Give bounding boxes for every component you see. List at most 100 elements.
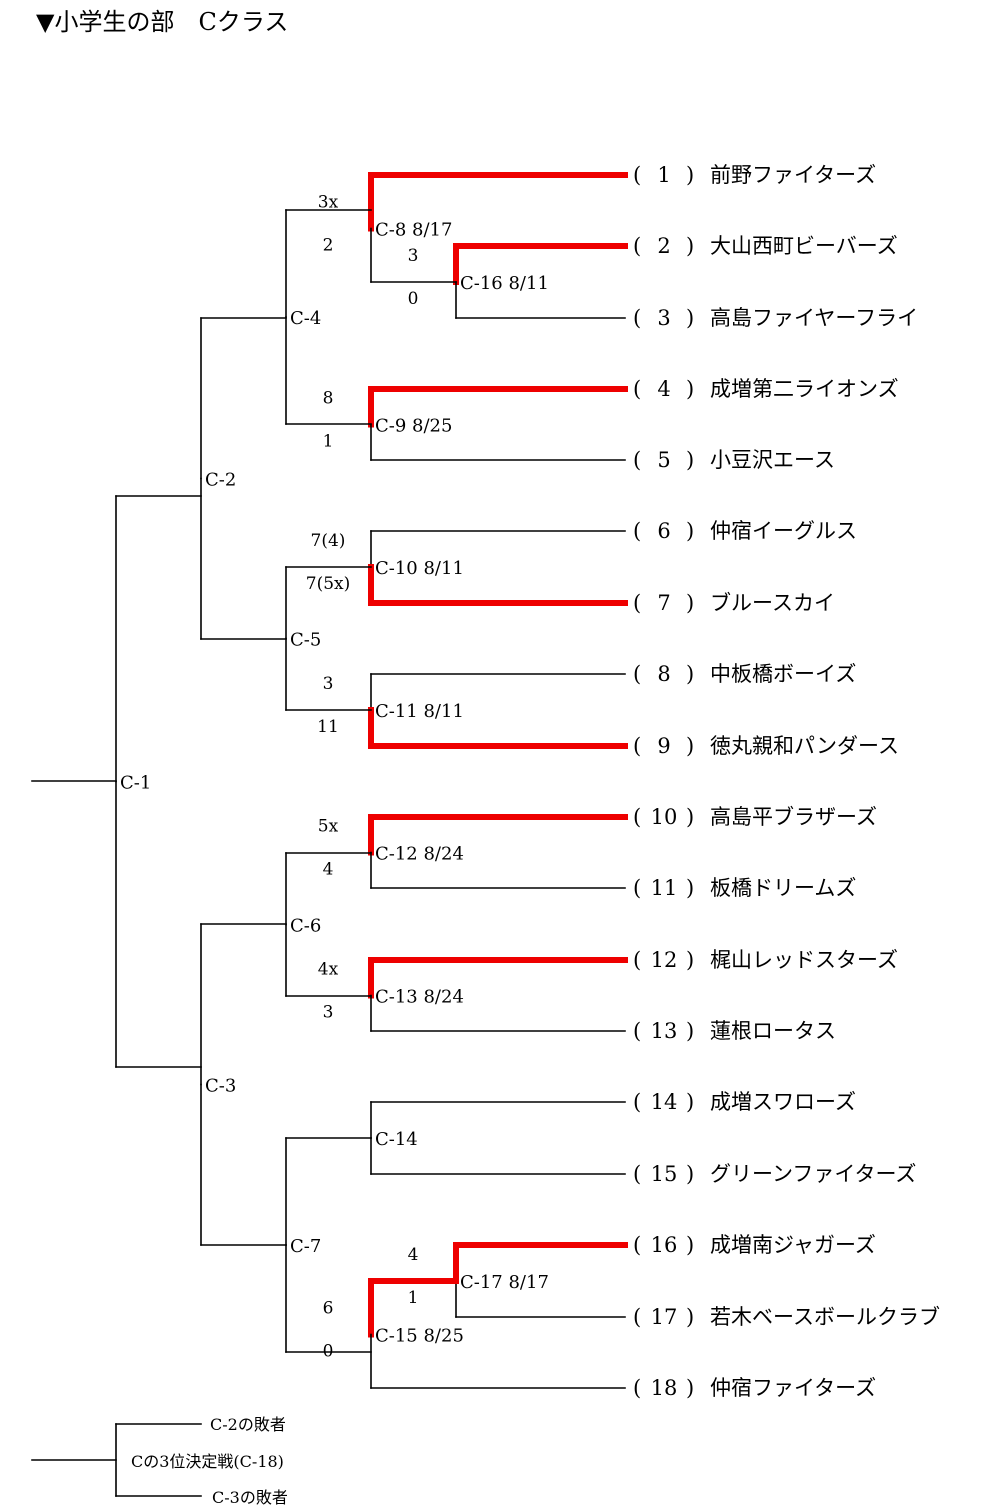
third-place-bottom-label: C-3の敗者: [212, 1488, 288, 1507]
team-name: 蓮根ロータス: [710, 1019, 836, 1043]
score-top-c-13: 4x: [318, 960, 339, 980]
score-bottom-c-9: 1: [323, 432, 334, 452]
team-name: 前野ファイターズ: [710, 163, 876, 187]
team-number-open: (: [633, 234, 641, 258]
score-top-c-15: 6: [323, 1299, 334, 1319]
team-name: グリーンファイターズ: [710, 1162, 916, 1186]
team-name: 徳丸親和パンダース: [710, 734, 899, 758]
team-number-close: ): [686, 1019, 694, 1043]
team-name: 小豆沢エース: [710, 448, 835, 472]
score-bottom-c-16: 0: [408, 289, 419, 309]
team-name: 板橋ドリームズ: [710, 876, 856, 900]
team-name: 成増スワローズ: [710, 1090, 856, 1114]
team-name: 梶山レッドスターズ: [710, 948, 898, 972]
score-bottom-c-17: 1: [408, 1288, 419, 1308]
team-number: 13: [651, 1019, 678, 1043]
score-top-c-11: 3: [323, 674, 334, 694]
team-name: 大山西町ビーバーズ: [710, 234, 898, 258]
team-number: 12: [651, 948, 678, 972]
team-name: 成増南ジャガーズ: [710, 1233, 876, 1257]
team-number-close: ): [686, 448, 694, 472]
team-number-close: ): [686, 948, 694, 972]
team-number: 15: [651, 1162, 678, 1186]
team-number: 4: [657, 377, 670, 401]
match-label-c-7: C-7: [290, 1236, 321, 1257]
match-label-c-15: C-15 8/25: [375, 1326, 464, 1347]
team-number-close: ): [686, 306, 694, 330]
match-label-c-11: C-11 8/11: [375, 701, 464, 722]
match-label-c-3: C-3: [205, 1076, 236, 1097]
team-number-open: (: [633, 662, 641, 686]
match-label-c-6: C-6: [290, 916, 321, 937]
match-label-c-2: C-2: [205, 470, 236, 491]
score-top-c-10: 7(4): [311, 531, 346, 551]
team-number-open: (: [633, 805, 641, 829]
third-place-top-label: C-2の敗者: [210, 1415, 286, 1434]
match-label-c-13: C-13 8/24: [375, 987, 464, 1008]
team-number-close: ): [686, 1090, 694, 1114]
score-top-c-8: 3x: [318, 193, 339, 213]
team-number: 3: [657, 306, 670, 330]
team-number-close: ): [686, 876, 694, 900]
team-number: 9: [657, 734, 670, 758]
team-number-open: (: [633, 306, 641, 330]
team-number-close: ): [686, 805, 694, 829]
team-number: 5: [657, 448, 670, 472]
score-top-c-16: 3: [408, 246, 419, 266]
team-number-close: ): [686, 377, 694, 401]
team-number-close: ): [686, 163, 694, 187]
match-label-c-9: C-9 8/25: [375, 416, 452, 437]
score-bottom-c-11: 11: [317, 717, 339, 737]
team-number: 14: [651, 1090, 678, 1114]
team-name: 仲宿ファイターズ: [710, 1376, 876, 1400]
team-number-close: ): [686, 662, 694, 686]
score-top-c-9: 8: [323, 389, 334, 409]
match-label-c-14: C-14: [375, 1129, 418, 1150]
team-number-open: (: [633, 1305, 641, 1329]
match-label-c-12: C-12 8/24: [375, 844, 464, 865]
team-number-open: (: [633, 163, 641, 187]
team-number-close: ): [686, 1233, 694, 1257]
team-number: 17: [651, 1305, 678, 1329]
team-number: 18: [651, 1376, 678, 1400]
team-name: ブルースカイ: [710, 591, 835, 615]
team-number-close: ): [686, 734, 694, 758]
score-bottom-c-8: 2: [323, 236, 334, 256]
team-number-open: (: [633, 1233, 641, 1257]
team-number-close: ): [686, 234, 694, 258]
team-name: 仲宿イーグルス: [710, 519, 857, 543]
team-name: 若木ベースボールクラブ: [710, 1305, 940, 1329]
page-title: ▼小学生の部 Cクラス: [36, 8, 289, 36]
team-number-open: (: [633, 377, 641, 401]
match-label-c-17: C-17 8/17: [460, 1272, 549, 1293]
team-number-open: (: [633, 591, 641, 615]
team-number-open: (: [633, 1162, 641, 1186]
team-number-open: (: [633, 1090, 641, 1114]
team-number-open: (: [633, 448, 641, 472]
team-number-close: ): [686, 1162, 694, 1186]
score-bottom-c-10: 7(5x): [306, 574, 350, 594]
team-number: 7: [657, 591, 670, 615]
team-number-open: (: [633, 876, 641, 900]
team-number: 8: [657, 662, 670, 686]
team-number: 16: [651, 1233, 678, 1257]
score-bottom-c-13: 3: [323, 1003, 334, 1023]
team-number-close: ): [686, 1376, 694, 1400]
team-number-open: (: [633, 519, 641, 543]
team-number-open: (: [633, 948, 641, 972]
team-number-close: ): [686, 591, 694, 615]
match-label-c-16: C-16 8/11: [460, 273, 549, 294]
match-label-c-8: C-8 8/17: [375, 220, 452, 241]
team-name: 中板橋ボーイズ: [710, 662, 856, 686]
match-label-c-5: C-5: [290, 630, 321, 651]
team-number-close: ): [686, 519, 694, 543]
score-top-c-17: 4: [408, 1245, 419, 1265]
match-label-c-4: C-4: [290, 308, 321, 329]
team-number-open: (: [633, 1376, 641, 1400]
team-name: 高島ファイヤーフライ: [710, 306, 918, 330]
team-number: 10: [651, 805, 678, 829]
match-label-c-10: C-10 8/11: [375, 558, 464, 579]
team-name: 高島平ブラザーズ: [710, 805, 877, 829]
team-name: 成増第二ライオンズ: [710, 377, 899, 401]
score-bottom-c-12: 4: [323, 860, 334, 880]
